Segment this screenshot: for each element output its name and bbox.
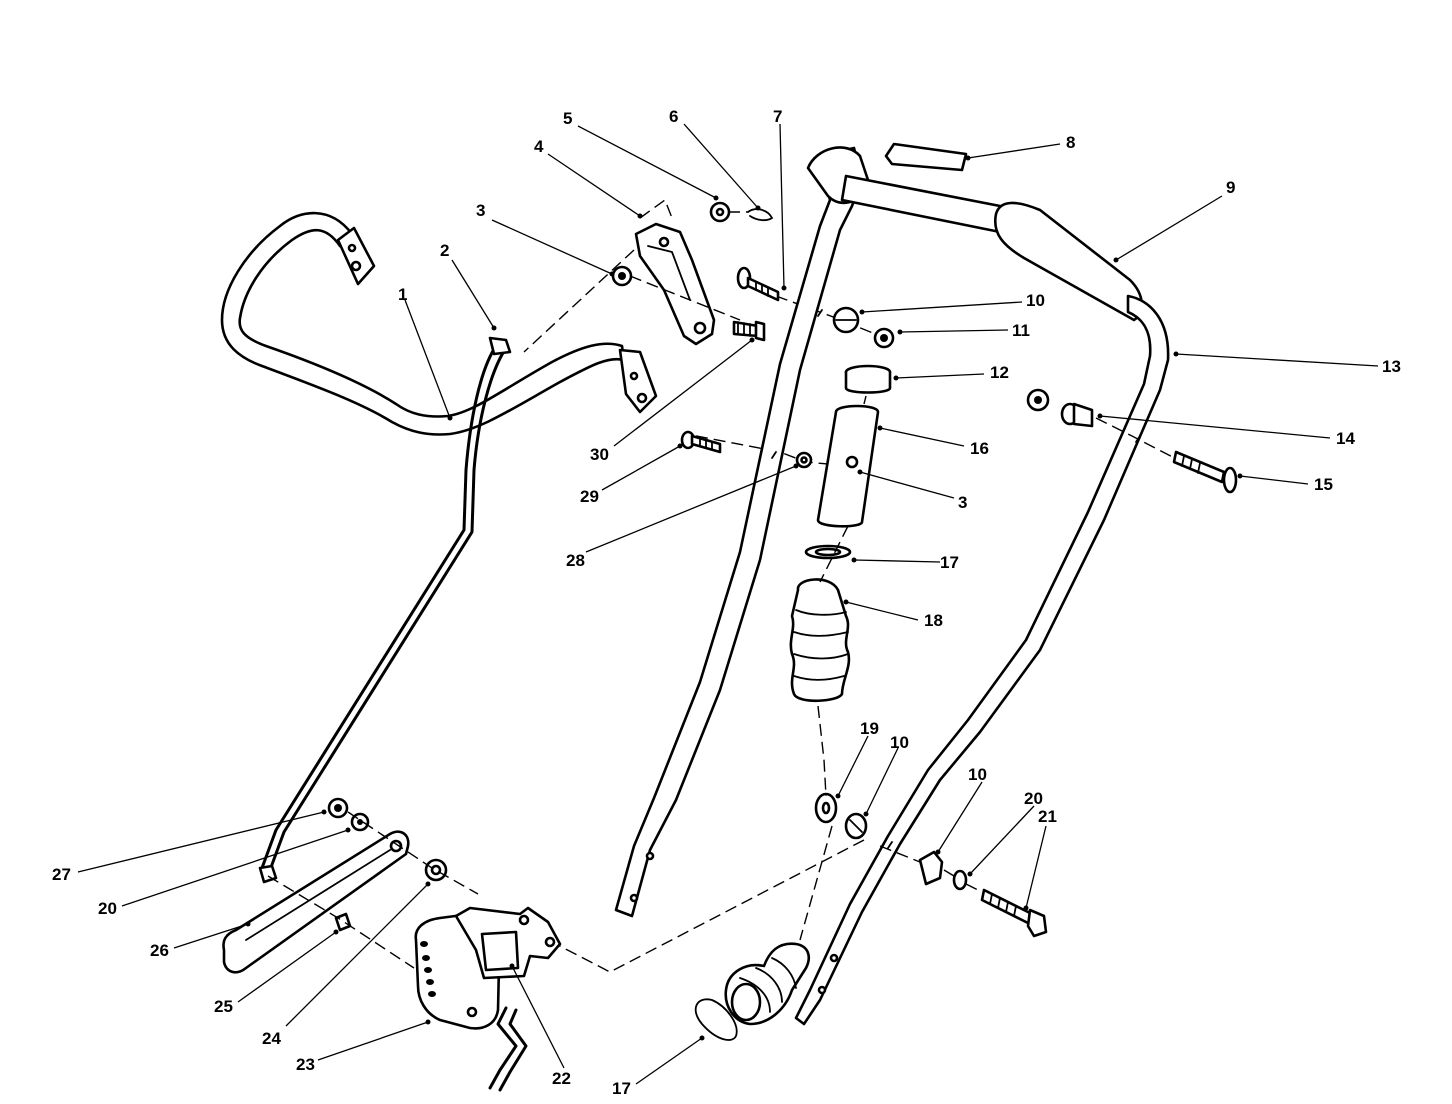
- callout-20a: 20: [1024, 789, 1043, 808]
- washer-part-20b: [350, 812, 370, 832]
- boot-bellows-part: [789, 578, 851, 703]
- knob-part: [1026, 388, 1191, 467]
- callout-10b: 10: [890, 733, 909, 752]
- bolt-part: [732, 320, 766, 342]
- leader-dots: [245, 155, 1243, 1041]
- callout-21: 21: [1038, 807, 1057, 826]
- carriage-bolt-part: [736, 266, 780, 302]
- bail-bar-part: [220, 211, 658, 436]
- callout-30: 30: [590, 445, 609, 464]
- clip-part-lower: [694, 998, 738, 1041]
- bolt-part-29: [680, 430, 722, 454]
- callout-3b: 3: [958, 493, 967, 512]
- callout-6: 6: [669, 107, 678, 126]
- nut-part: [611, 265, 633, 287]
- grip-part: [884, 142, 968, 172]
- callout-13: 13: [1382, 357, 1401, 376]
- upper-handle-part: [794, 174, 1170, 1026]
- callout-3: 3: [476, 201, 485, 220]
- callout-7: 7: [773, 107, 782, 126]
- callout-17a: 17: [940, 553, 959, 572]
- callout-26: 26: [150, 941, 169, 960]
- callout-17b: 17: [612, 1079, 631, 1098]
- tube-sleeve-part: [816, 404, 880, 528]
- spacer-part-lower: [918, 850, 944, 886]
- callout-23: 23: [296, 1055, 315, 1074]
- callout-1: 1: [398, 285, 407, 304]
- callout-18: 18: [924, 611, 943, 630]
- callout-9: 9: [1226, 178, 1235, 197]
- callout-11: 11: [1012, 321, 1030, 340]
- ring-part: [844, 364, 892, 394]
- spacer-part-mid: [844, 812, 868, 840]
- nut-part-11: [873, 327, 895, 349]
- spacer-part: [832, 306, 860, 334]
- leader-lines: [77, 123, 1379, 1085]
- cam-bracket-part: [454, 906, 562, 980]
- callout-15: 15: [1314, 475, 1333, 494]
- bolt-part-15: [1172, 450, 1238, 494]
- shift-lever-part: [488, 1006, 528, 1092]
- pin-part-25: [334, 912, 352, 932]
- hex-bolt-part: [943, 869, 1048, 938]
- washer-part-24: [424, 858, 448, 882]
- callout-29: 29: [580, 487, 599, 506]
- washer-part-20: [952, 869, 968, 891]
- callout-10a: 10: [1026, 291, 1045, 310]
- control-rod-part: [260, 336, 512, 872]
- cotter-pin-part: [747, 208, 774, 222]
- callout-8: 8: [1066, 133, 1075, 152]
- nut-part-27: [327, 797, 349, 819]
- clip-part: [804, 544, 852, 560]
- callout-2: 2: [440, 241, 449, 260]
- lower-boot-part: [724, 942, 810, 1026]
- washer-part-28: [795, 451, 813, 469]
- washer-part-19: [814, 792, 838, 824]
- washer-part: [709, 201, 731, 223]
- callout-19: 19: [860, 719, 879, 738]
- callout-20b: 20: [98, 899, 117, 918]
- callout-10c: 10: [968, 765, 987, 784]
- callout-12: 12: [990, 363, 1009, 382]
- callout-28: 28: [566, 551, 585, 570]
- callout-27: 27: [52, 865, 71, 884]
- callout-24: 24: [262, 1029, 281, 1048]
- callout-labels: 1 2 3 4 5 6 7 8 9 10 11 12 13 14 15 16 3…: [52, 107, 1401, 1098]
- callout-25: 25: [214, 997, 233, 1016]
- bracket-part: [634, 222, 716, 346]
- callout-5: 5: [563, 109, 572, 128]
- callout-16: 16: [970, 439, 989, 458]
- callout-22: 22: [552, 1069, 571, 1088]
- callout-4: 4: [534, 137, 544, 156]
- link-arm-part: [222, 830, 410, 974]
- callout-14: 14: [1336, 429, 1355, 448]
